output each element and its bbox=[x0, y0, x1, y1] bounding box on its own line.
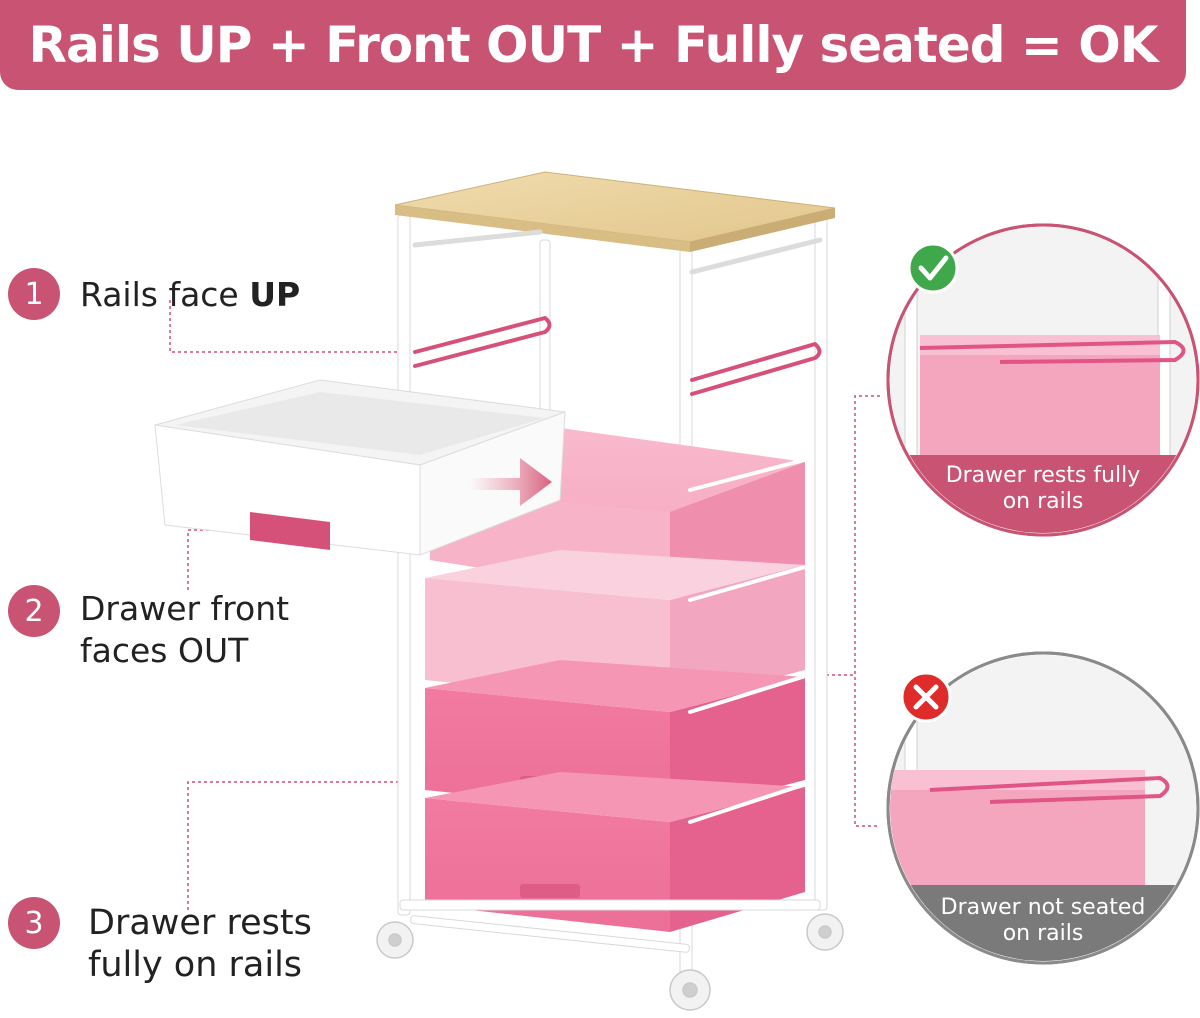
step-2-text: Drawer front faces OUT bbox=[80, 588, 289, 672]
caster-wheels bbox=[376, 913, 844, 1011]
drawer-rails bbox=[688, 456, 814, 824]
step-2-line-1: Drawer front bbox=[80, 589, 290, 628]
title-banner: Rails UP + Front OUT + Fully seated = OK bbox=[0, 0, 1186, 90]
leader-line-rails bbox=[169, 300, 410, 353]
leader-line-zoom bbox=[820, 395, 880, 827]
step-1-label: Rails face bbox=[80, 275, 250, 314]
x-icon bbox=[900, 671, 952, 723]
step-1-badge: 1 bbox=[8, 268, 60, 320]
leader-line-seated bbox=[187, 781, 410, 910]
bottom-frame bbox=[399, 899, 821, 953]
incorrect-caption: Drawer not seated on rails bbox=[920, 895, 1166, 947]
step-2-badge: 2 bbox=[8, 585, 60, 637]
correct-caption-line-1: Drawer rests fully bbox=[945, 463, 1141, 488]
correct-caption: Drawer rests fully on rails bbox=[930, 463, 1156, 515]
white-drawer bbox=[154, 379, 566, 556]
step-1-text: Rails face UP bbox=[80, 274, 300, 316]
leader-line-front bbox=[187, 529, 260, 590]
wood-top bbox=[394, 171, 836, 252]
correct-caption-line-2: on rails bbox=[1002, 489, 1084, 514]
step-3-number: 3 bbox=[24, 905, 44, 941]
step-1-number: 1 bbox=[24, 276, 44, 312]
check-icon bbox=[907, 242, 959, 294]
step-3-line-1: Drawer rests bbox=[88, 903, 312, 943]
step-2-number: 2 bbox=[24, 593, 44, 629]
step-3-text: Drawer rests fully on rails bbox=[88, 902, 312, 986]
incorrect-caption-line-1: Drawer not seated bbox=[940, 895, 1146, 920]
step-2-line-2: faces OUT bbox=[80, 631, 249, 670]
step-1-label-bold: UP bbox=[249, 275, 301, 314]
drawer-4 bbox=[425, 772, 805, 932]
banner-title: Rails UP + Front OUT + Fully seated = OK bbox=[28, 16, 1159, 74]
incorrect-caption-line-2: on rails bbox=[1002, 921, 1084, 946]
zoom-circle-incorrect bbox=[886, 651, 1200, 965]
step-3-badge: 3 bbox=[8, 897, 60, 949]
rails bbox=[412, 229, 823, 396]
insert-arrow bbox=[470, 458, 552, 506]
step-3-line-2: fully on rails bbox=[88, 945, 303, 985]
